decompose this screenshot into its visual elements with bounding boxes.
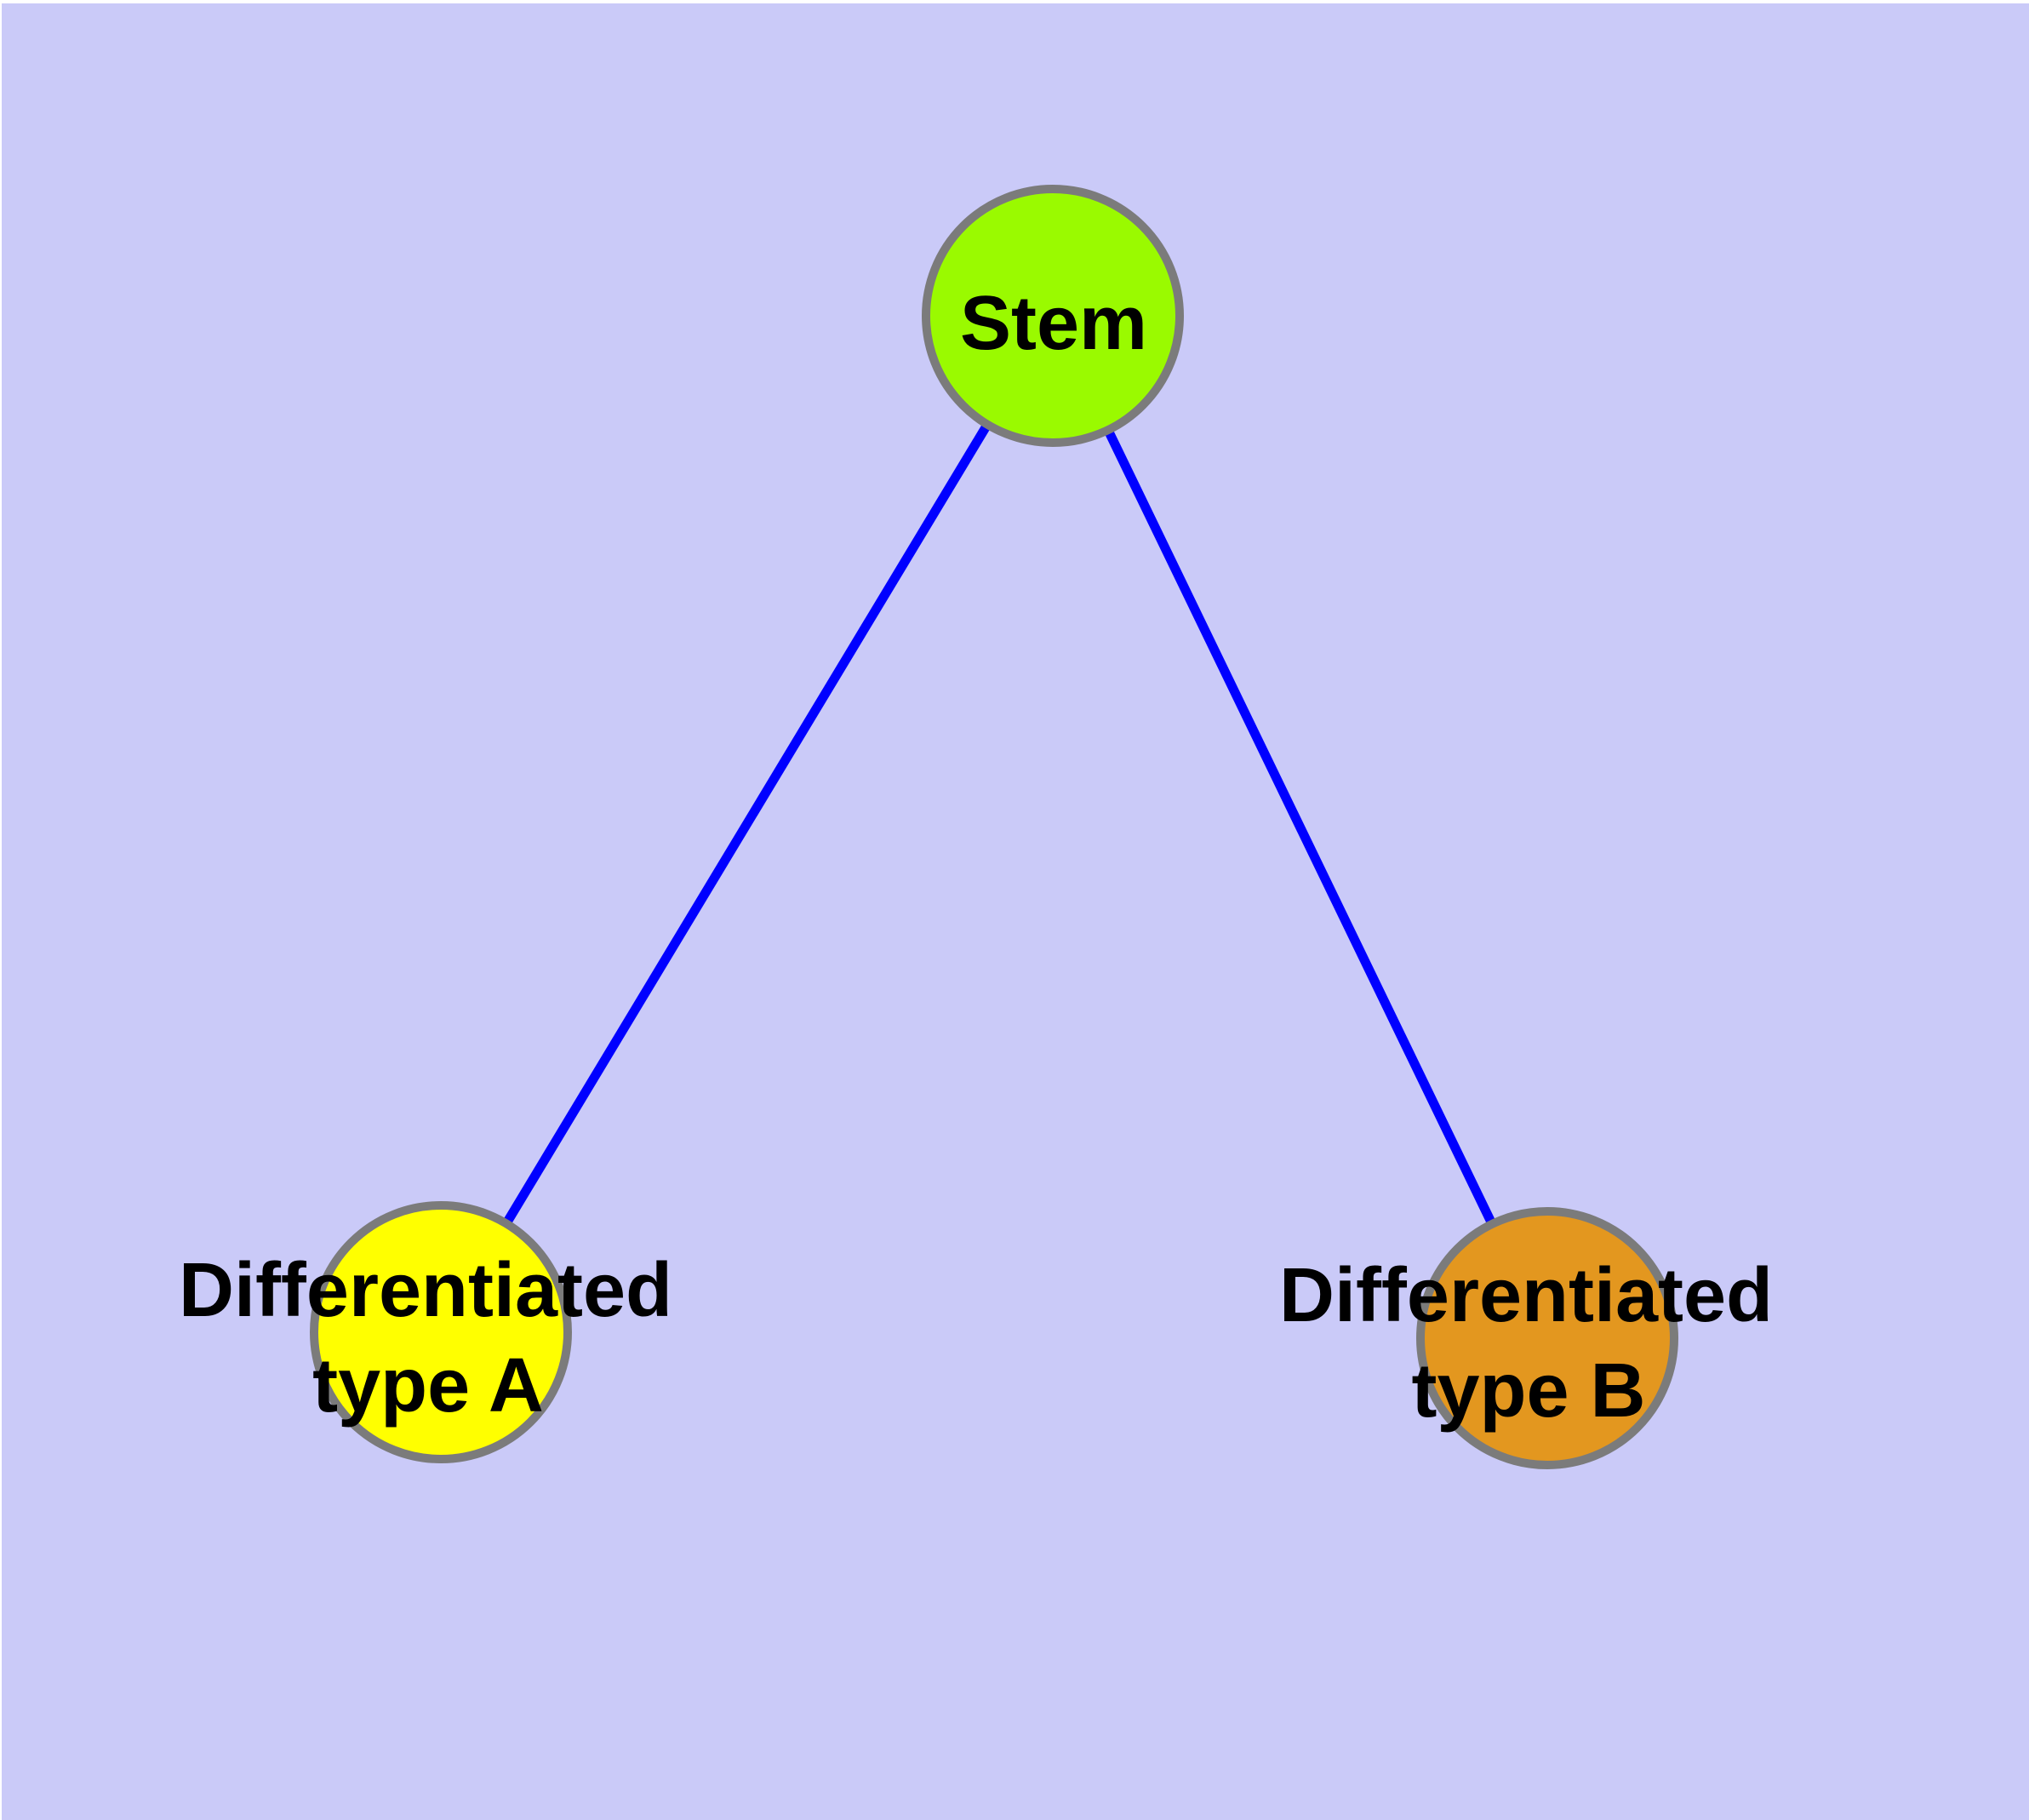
- node-stem-label: Stem: [960, 281, 1147, 366]
- node-differentiated-type-a: [310, 1201, 572, 1463]
- node-type-b-label-line2: type B: [1411, 1348, 1645, 1434]
- node-stem: [922, 185, 1184, 447]
- edge-stem-to-type-a: [437, 313, 1057, 1335]
- node-type-a-label-line1: Differentiated: [179, 1248, 672, 1333]
- node-differentiated-type-b: [1416, 1207, 1678, 1469]
- node-type-a-label-line2: type A: [312, 1343, 544, 1428]
- node-type-b-label-line1: Differentiated: [1279, 1253, 1773, 1338]
- edge-stem-to-type-b: [1049, 313, 1552, 1341]
